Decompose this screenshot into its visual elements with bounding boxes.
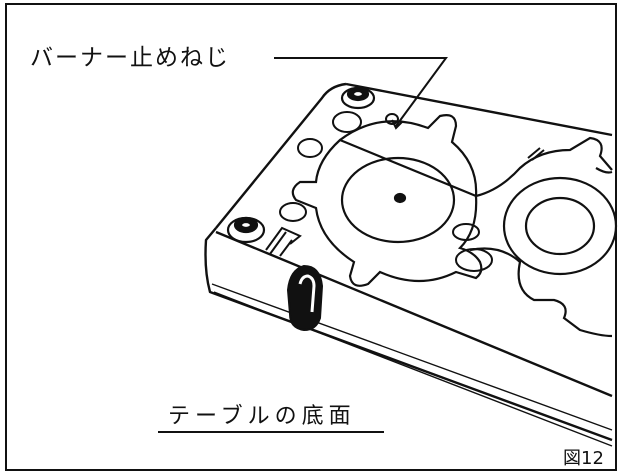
burner-screw-2	[226, 216, 266, 244]
label-leader	[274, 57, 448, 130]
figure-border	[5, 3, 617, 471]
burner-screw-1	[340, 86, 376, 110]
burner-screw-label: バーナー止めねじ	[30, 45, 230, 71]
figure-caption: テーブルの底面	[168, 404, 356, 429]
slots	[385, 113, 545, 161]
bracket	[265, 226, 302, 257]
control-knob	[286, 264, 324, 332]
figure-number: 図12	[563, 448, 604, 469]
holes	[279, 111, 493, 272]
burner-plate-right	[469, 167, 618, 338]
burner-plate-left	[291, 114, 613, 287]
table-bottom	[204, 82, 613, 447]
